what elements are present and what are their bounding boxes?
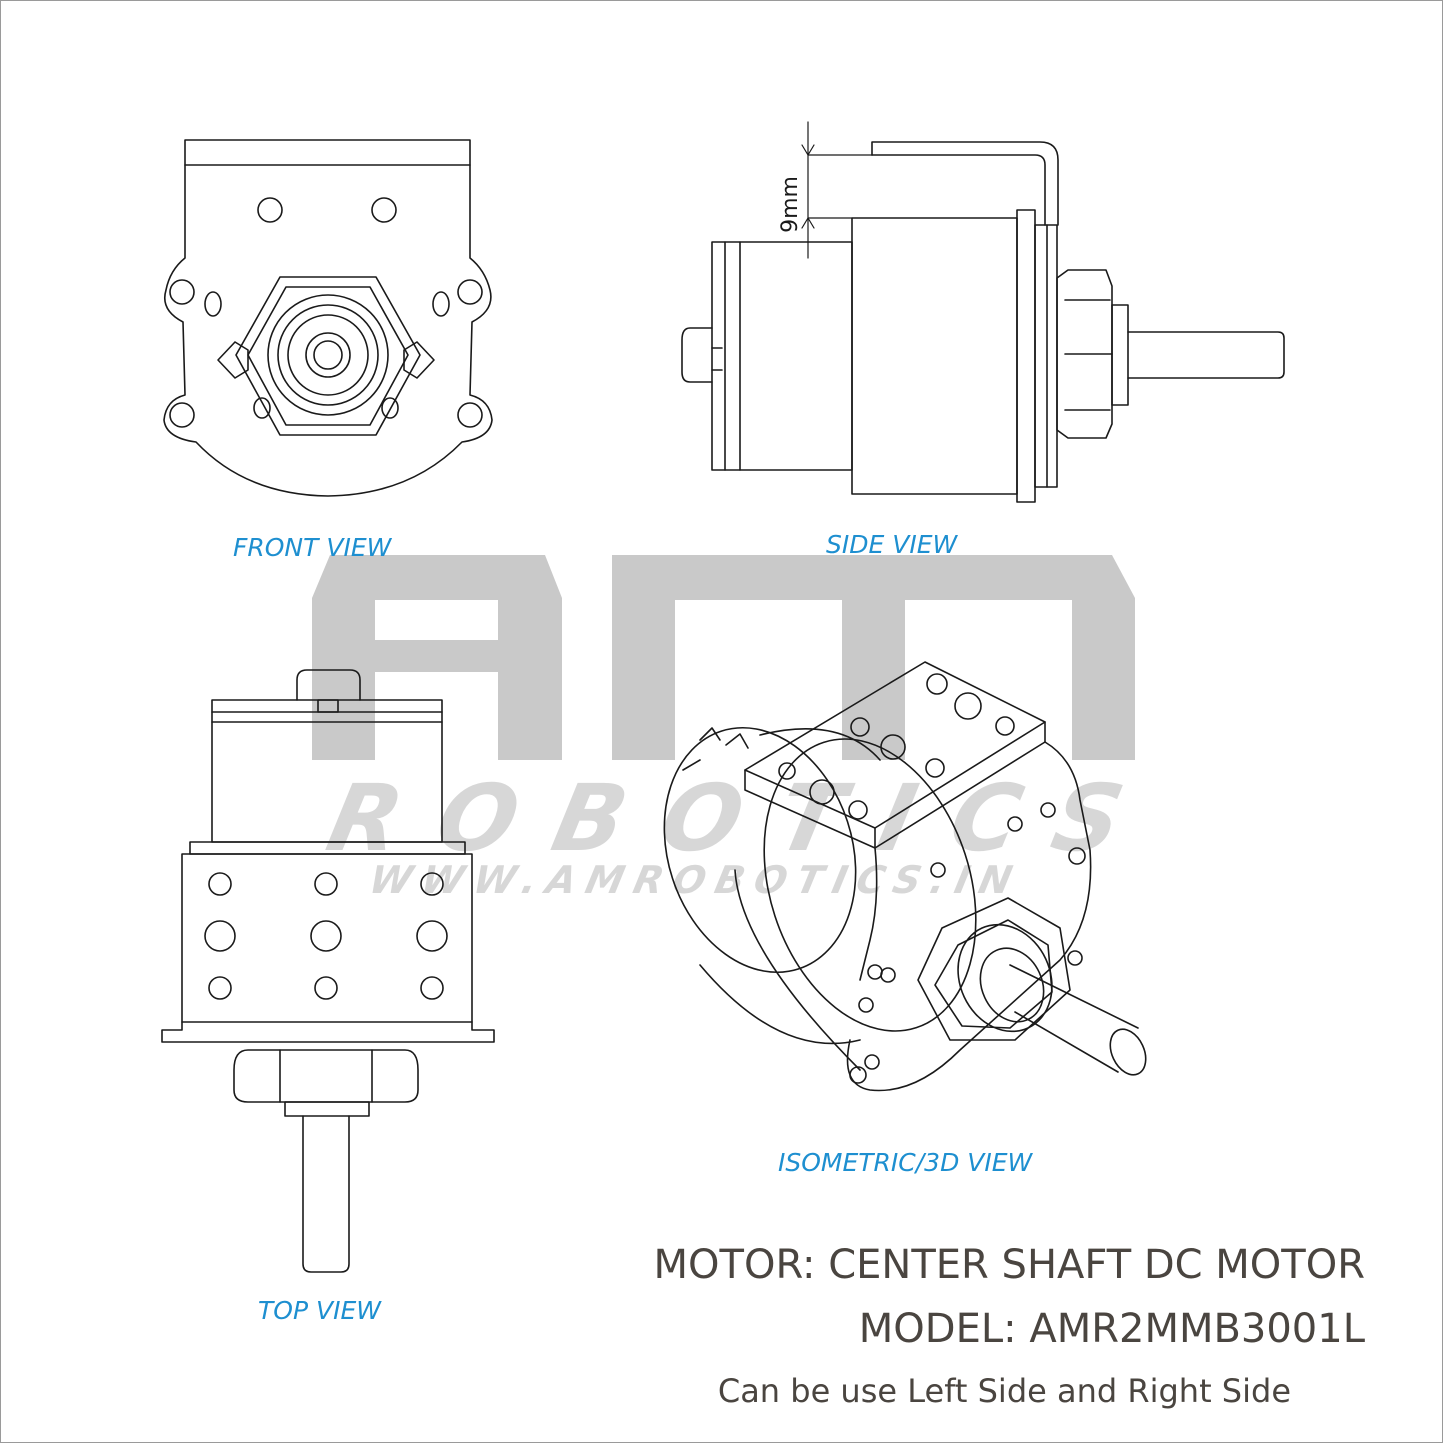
usage-note: Can be use Left Side and Right Side — [717, 1372, 1291, 1410]
dimension-9mm-label: 9mm — [777, 176, 803, 233]
model-number: MODEL: AMR2MMB3001L — [858, 1306, 1365, 1352]
isometric-view-drawing — [663, 661, 1147, 1092]
isometric-view-label: ISOMETRIC/3D VIEW — [778, 1148, 1033, 1177]
top-view-drawing — [161, 669, 495, 1273]
side-view-drawing — [681, 121, 1285, 503]
front-view-drawing — [163, 139, 493, 497]
motor-type-title: MOTOR: CENTER SHAFT DC MOTOR — [653, 1242, 1365, 1288]
front-view-label: FRONT VIEW — [233, 533, 392, 562]
side-view-label: SIDE VIEW — [826, 530, 958, 559]
top-view-label: TOP VIEW — [258, 1296, 381, 1325]
